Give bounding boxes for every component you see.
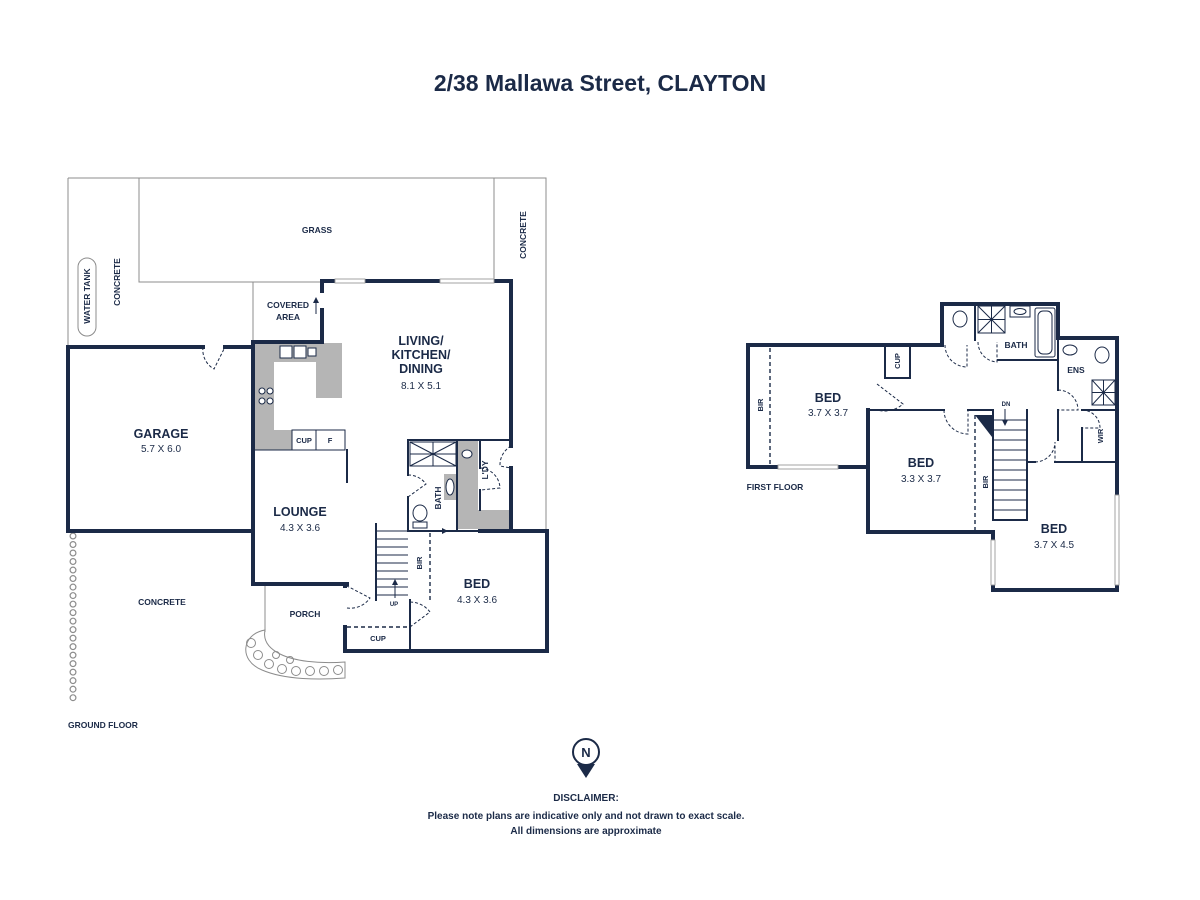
disclaimer-line-1: Please note plans are indicative only an… [428,811,745,822]
first-windows [777,464,1120,586]
living-name-line-2: KITCHEN/ [391,348,451,362]
ground-bed-name: BED [464,577,490,591]
north-label: N [581,745,590,760]
ens-shower [1091,379,1116,406]
ground-bed-size: 4.3 X 3.6 [457,595,497,606]
bed1-size: 3.7 X 3.7 [808,408,848,419]
ground-walls [66,279,549,653]
lounge-name: LOUNGE [273,505,326,519]
ground-bath-label: BATH [433,487,443,510]
first-floor: BED 3.7 X 3.7 BIR CUP BATH ENS DN BED 3.… [746,302,1120,592]
concrete-west-label: CONCRETE [112,258,122,306]
bed2-name: BED [908,456,934,470]
laundry-label: L'DY [480,460,490,479]
ground-doors [202,346,512,628]
bathtub [1034,307,1056,358]
bed2-bir-label: BIR [981,475,990,489]
first-walls [746,302,1119,592]
water-tank-label: WATER TANK [82,267,92,323]
laundry-tub [461,449,473,459]
porch-cup-label: CUP [370,634,386,643]
ground-floor-label: GROUND FLOOR [68,720,138,730]
first-floor-label: FIRST FLOOR [747,482,804,492]
first-doors [876,341,1101,463]
kitchen-cup-label: CUP [296,436,312,445]
ens-toilet [1094,346,1110,364]
ens-label: ENS [1067,365,1085,375]
ground-stairs [375,523,408,601]
kitchen-sink [279,345,317,359]
garage-size: 5.7 X 6.0 [141,444,181,455]
ground-windows [334,278,495,284]
disclaimer: DISCLAIMER: Please note plans are indica… [428,793,745,837]
ground-shower [409,441,457,467]
first-toilet [952,310,968,328]
covered-area-arrow-icon [313,297,319,314]
planter [245,629,346,680]
ground-bir-label: BIR [415,556,424,570]
living-name-line-3: DINING [399,362,443,376]
laundry-bench [458,441,510,529]
bed3-name: BED [1041,522,1067,536]
bath-basin [445,478,455,496]
bed3-size: 3.7 X 4.5 [1034,540,1074,551]
concrete-front-label: CONCRETE [138,597,186,607]
bath-shower [977,305,1006,334]
site-boundary [67,177,547,632]
first-cup-label: CUP [893,353,902,369]
north-arrow-icon: N [572,738,600,778]
water-tank-shape [77,257,97,337]
covered-area-label-line-2: AREA [276,312,300,322]
first-bath-label: BATH [1005,340,1028,350]
stairs-dn-label: DN [1002,402,1011,408]
cooktop [258,387,274,405]
living-size: 8.1 X 5.1 [401,381,441,392]
concrete-east-label: CONCRETE [518,211,528,259]
garage-name: GARAGE [134,427,189,441]
page-title: 2/38 Mallawa Street, CLAYTON [434,70,766,96]
stairs-up-label: UP [390,602,398,608]
disclaimer-heading: DISCLAIMER: [553,793,619,804]
grass-label: GRASS [302,225,333,235]
lounge-size: 4.3 X 3.6 [280,523,320,534]
ground-floor: GRASS CONCRETE WATER TANK CONCRETE COVER… [66,177,549,730]
disclaimer-line-2: All dimensions are approximate [510,826,662,837]
kitchen-bench [255,343,342,450]
bed1-name: BED [815,391,841,405]
ens-basin [1062,344,1078,356]
wir-label: WIR [1096,428,1105,443]
porch-label: PORCH [290,609,321,619]
bed1-bir-label: BIR [756,398,765,412]
covered-area-label-line-1: COVERED [267,300,309,310]
ground-toilet [412,504,428,529]
first-stairs [975,409,1028,521]
bath-basin-upper [1009,305,1031,318]
bed2-size: 3.3 X 3.7 [901,474,941,485]
fridge-label: F [328,436,333,445]
living-name-line-1: LIVING/ [398,334,444,348]
bed-arrow-icon [432,528,448,534]
